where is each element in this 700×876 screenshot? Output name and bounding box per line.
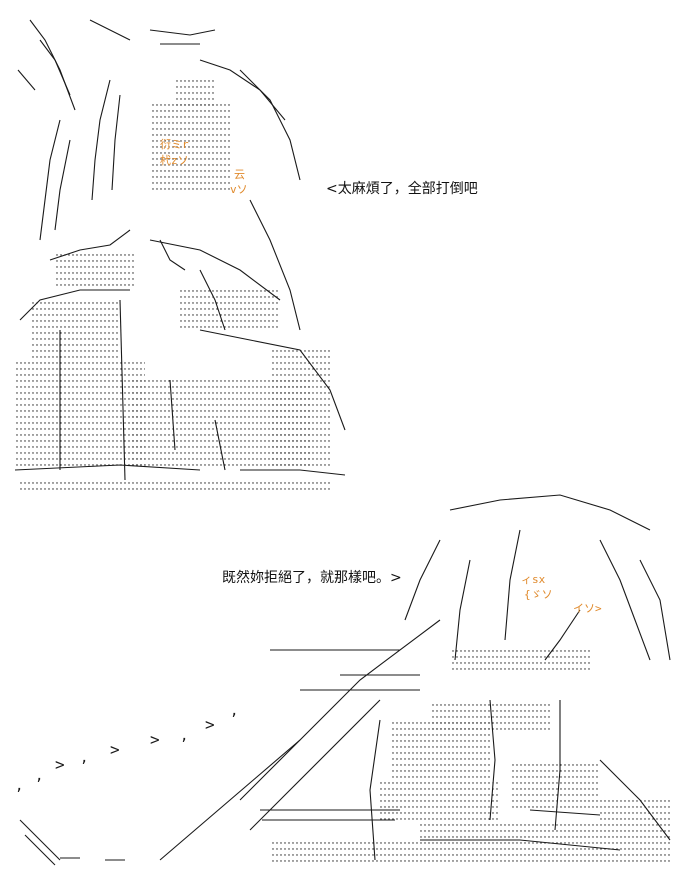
svg-text:,: ,	[180, 728, 188, 744]
speech-line-1: <太麻煩了，全部打倒吧	[326, 181, 478, 197]
svg-text:>: >	[205, 715, 215, 734]
top-figure-shading	[15, 80, 330, 492]
eye-annotation-5: ィsx	[521, 573, 546, 586]
svg-text:,: ,	[80, 750, 88, 766]
eye-annotation-2: 杙zソ	[160, 154, 189, 167]
eye-annotation-3: 云	[234, 168, 245, 181]
eye-annotation-6: {ゞソ	[524, 588, 553, 601]
speech-line-2: 既然妳拒絕了，就那樣吧。>	[222, 570, 402, 586]
eye-annotation-4: vソ	[230, 183, 248, 196]
svg-text:>: >	[150, 730, 160, 749]
eye-annotation-7: イソ>	[573, 602, 602, 615]
svg-text:>: >	[55, 755, 65, 774]
bottom-figure-shading	[270, 650, 670, 865]
speed-marks: > , > > , > , , ,	[15, 703, 238, 794]
svg-text:,: ,	[230, 703, 238, 719]
svg-text:>: >	[110, 740, 120, 759]
svg-text:,: ,	[15, 778, 23, 794]
svg-text:,: ,	[35, 768, 43, 784]
eye-annotation-1: 衍ミr	[160, 138, 189, 151]
